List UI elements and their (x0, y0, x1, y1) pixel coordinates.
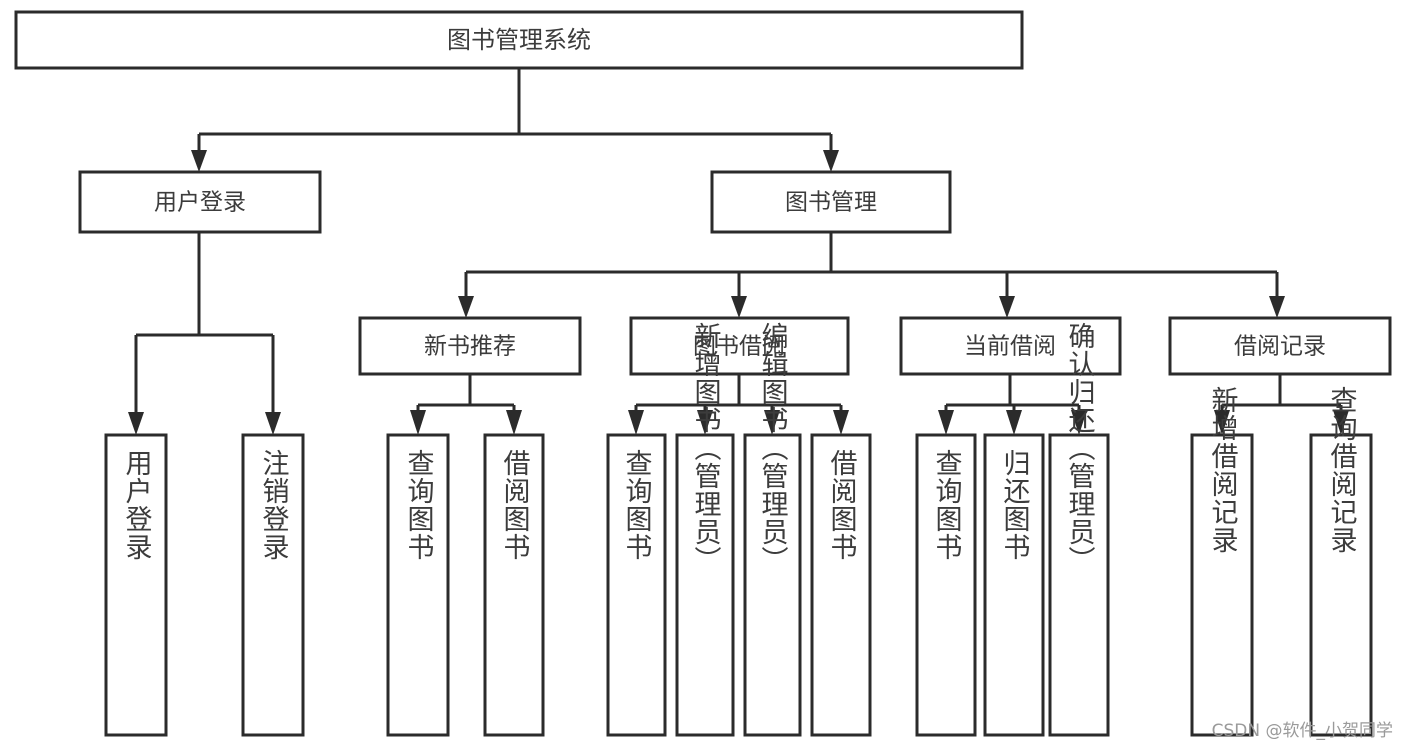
arrow-head-leaf-confirm-return-admin (1071, 410, 1087, 435)
leaf-node-return-book[interactable]: 归还图书 (983, 433, 1045, 737)
leaf-node-add-borrow-record-box[interactable] (1190, 433, 1254, 737)
node-book-manage[interactable]: 图书管理 (710, 170, 952, 234)
leaf-node-query-book-1-label: 查询图书 (403, 449, 435, 561)
leaf-node-user-login[interactable]: 用户登录 (104, 433, 168, 737)
node-current-borrow-box[interactable] (899, 316, 1122, 376)
arrow-head-new-book-recommend (458, 296, 474, 318)
arrow-head-book-manage (823, 150, 839, 172)
leaf-node-borrow-book-1-label: 借阅图书 (499, 449, 531, 561)
leaf-node-logout-login-box[interactable] (241, 433, 305, 737)
node-borrow-record[interactable]: 借阅记录 (1168, 316, 1392, 376)
arrow-head-leaf-query-book-1 (410, 410, 426, 435)
arrow-head-leaf-borrow-book-2 (833, 410, 849, 435)
leaf-node-edit-book-admin-box[interactable] (743, 433, 802, 737)
leaf-node-logout-login[interactable]: 注销登录 (241, 433, 305, 737)
leaf-node-edit-book-admin[interactable]: 编辑图书（管理员） (743, 322, 802, 737)
leaf-node-query-book-3-box[interactable] (915, 433, 977, 737)
node-user-login[interactable]: 用户登录 (78, 170, 322, 234)
edge-layer (128, 68, 1349, 435)
node-root-title-box[interactable] (14, 10, 1024, 70)
leaf-node-user-login-label: 用户登录 (121, 449, 153, 561)
arrow-head-leaf-add-book-admin (697, 410, 713, 435)
node-book-borrow-label: 图书借阅 (693, 334, 785, 360)
node-book-manage-label: 图书管理 (785, 190, 877, 216)
leaf-node-query-borrow-record-box[interactable] (1309, 433, 1373, 737)
leaf-node-user-login-box[interactable] (104, 433, 168, 737)
arrow-head-leaf-borrow-book-1 (506, 410, 522, 435)
leaf-node-confirm-return-admin-label: 确认归还（管理员） (1064, 322, 1096, 574)
leaf-node-confirm-return-admin[interactable]: 确认归还（管理员） (1048, 322, 1110, 737)
arrow-head-current-borrow (999, 296, 1015, 318)
leaf-node-add-borrow-record-label: 新增借阅记录 (1207, 386, 1239, 554)
node-borrow-record-box[interactable] (1168, 316, 1392, 376)
leaf-node-borrow-book-1-box[interactable] (483, 433, 545, 737)
arrow-head-leaf-edit-book-admin (764, 410, 780, 435)
node-new-book-recommend[interactable]: 新书推荐 (358, 316, 582, 376)
arrow-head-leaf-query-book-3 (938, 410, 954, 435)
leaf-node-query-borrow-record[interactable]: 查询借阅记录 (1309, 386, 1373, 737)
leaf-node-borrow-book-1[interactable]: 借阅图书 (483, 433, 545, 737)
leaf-node-add-book-admin-box[interactable] (675, 433, 735, 737)
arrow-head-user-login (191, 150, 207, 172)
leaf-node-add-borrow-record[interactable]: 新增借阅记录 (1190, 386, 1254, 737)
node-user-login-label: 用户登录 (154, 190, 246, 216)
leaf-node-add-book-admin[interactable]: 新增图书（管理员） (675, 322, 735, 737)
node-borrow-record-label: 借阅记录 (1234, 334, 1326, 360)
arrow-head-leaf-logout-login (265, 412, 281, 435)
arrow-head-book-borrow (731, 296, 747, 318)
leaf-node-return-book-label: 归还图书 (999, 449, 1031, 561)
leaf-node-borrow-book-2-label: 借阅图书 (826, 449, 858, 561)
leaf-node-query-borrow-record-label: 查询借阅记录 (1326, 386, 1358, 554)
leaf-node-logout-login-label: 注销登录 (258, 449, 290, 561)
node-new-book-recommend-box[interactable] (358, 316, 582, 376)
leaf-node-query-book-2-box[interactable] (606, 433, 667, 737)
leaf-node-return-book-box[interactable] (983, 433, 1045, 737)
arrow-head-leaf-query-book-2 (628, 410, 644, 435)
node-new-book-recommend-label: 新书推荐 (424, 334, 516, 360)
arrow-head-leaf-query-borrow-record (1333, 410, 1349, 435)
node-current-borrow-label: 当前借阅 (964, 334, 1056, 360)
arrow-head-leaf-add-borrow-record (1214, 410, 1230, 435)
arrow-head-leaf-user-login (128, 412, 144, 435)
node-root-title-label: 图书管理系统 (447, 26, 591, 54)
leaf-node-query-book-1-box[interactable] (386, 433, 450, 737)
leaf-node-confirm-return-admin-box[interactable] (1048, 433, 1110, 737)
leaf-node-query-book-3[interactable]: 查询图书 (915, 433, 977, 737)
node-book-borrow-box[interactable] (629, 316, 850, 376)
node-user-login-box[interactable] (78, 170, 322, 234)
leaf-node-edit-book-admin-label: 编辑图书（管理员） (757, 322, 789, 574)
arrow-head-leaf-return-book (1006, 410, 1022, 435)
node-current-borrow[interactable]: 当前借阅 (899, 316, 1122, 376)
leaf-node-query-book-1[interactable]: 查询图书 (386, 433, 450, 737)
leaf-node-query-book-2[interactable]: 查询图书 (606, 433, 667, 737)
leaf-node-add-book-admin-label: 新增图书（管理员） (690, 322, 722, 574)
leaf-node-borrow-book-2-box[interactable] (810, 433, 872, 737)
leaf-node-query-book-3-label: 查询图书 (931, 449, 963, 561)
arrow-head-borrow-record (1269, 296, 1285, 318)
leaf-node-borrow-book-2[interactable]: 借阅图书 (810, 433, 872, 737)
node-root-title[interactable]: 图书管理系统 (14, 10, 1024, 70)
node-book-borrow[interactable]: 图书借阅 (629, 316, 850, 376)
node-book-manage-box[interactable] (710, 170, 952, 234)
leaf-node-query-book-2-label: 查询图书 (621, 449, 653, 561)
